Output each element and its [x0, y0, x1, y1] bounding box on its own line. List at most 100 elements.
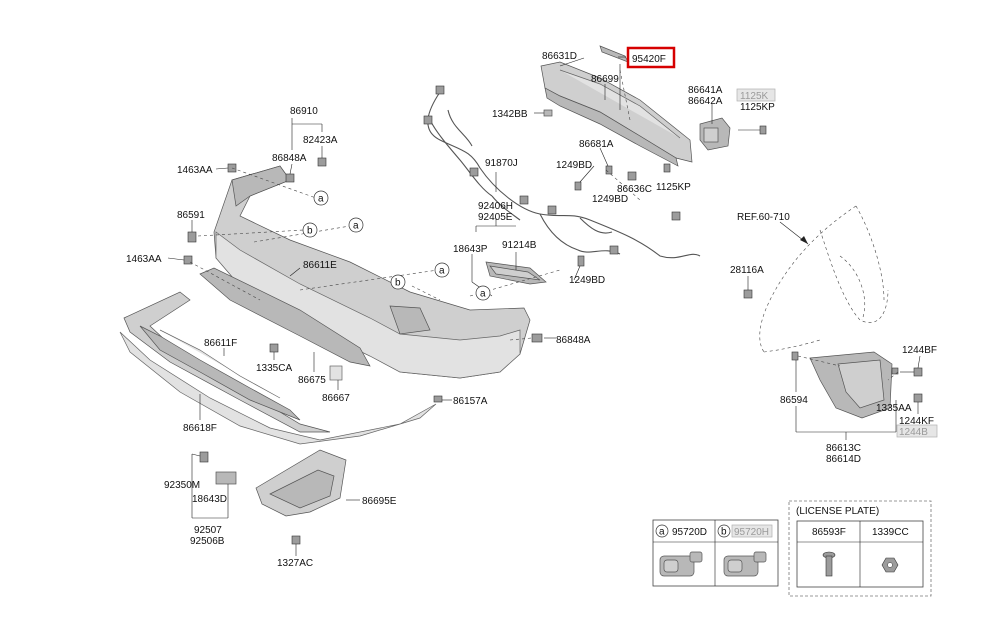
label-1335ca[interactable]: 1335CA: [256, 363, 292, 374]
label-86614d[interactable]: 86614D: [826, 454, 861, 465]
label-1244kf[interactable]: 1244KF: [899, 416, 934, 427]
bolt-86591[interactable]: [187, 231, 197, 243]
svg-text:a: a: [480, 289, 486, 300]
label-91870j[interactable]: 91870J: [485, 158, 518, 169]
clip-86594[interactable]: [791, 351, 799, 361]
side-bracket-86613c[interactable]: [809, 351, 893, 419]
beam-bracket-right[interactable]: [699, 117, 731, 151]
label-86641a[interactable]: 86641A: [688, 85, 723, 96]
license-plate-col1[interactable]: 86593F: [812, 527, 846, 538]
label-86642a[interactable]: 86642A: [688, 96, 723, 107]
label-86699[interactable]: 86699: [591, 74, 619, 85]
bolt-1125kp-top[interactable]: [759, 125, 767, 135]
clip-86848a-top[interactable]: [285, 173, 295, 183]
bracket-86681a[interactable]: [605, 165, 613, 175]
label-86631d[interactable]: 86631D: [542, 51, 577, 62]
label-86591[interactable]: 86591: [177, 210, 205, 221]
label-1335aa[interactable]: 1335AA: [876, 403, 912, 414]
label-1249bd-c[interactable]: 1249BD: [569, 275, 605, 286]
label-86618f[interactable]: 86618F: [183, 423, 217, 434]
label-86594[interactable]: 86594: [780, 395, 808, 406]
label-1125kp-b[interactable]: 1125KP: [656, 182, 691, 193]
screw-1327ac[interactable]: [291, 535, 301, 545]
bracket-95420f-shape[interactable]: [599, 45, 629, 63]
label-86675[interactable]: 86675: [298, 375, 326, 386]
label-86667[interactable]: 86667: [322, 393, 350, 404]
label-18643d[interactable]: 18643D: [192, 494, 227, 505]
bolt-1244bf[interactable]: [913, 367, 923, 377]
label-1249bd-b[interactable]: 1249BD: [592, 194, 628, 205]
label-92350m[interactable]: 92350M: [164, 480, 200, 491]
label-1463aa-b[interactable]: 1463AA: [126, 254, 162, 265]
callout-b-2[interactable]: b: [390, 274, 406, 290]
label-86910[interactable]: 86910: [290, 106, 318, 117]
skirt-86618f[interactable]: [119, 331, 437, 445]
label-86611e[interactable]: 86611E: [303, 260, 337, 271]
label-86157a[interactable]: 86157A: [453, 396, 488, 407]
lower-bumper-86611f[interactable]: [123, 291, 331, 433]
callout-a-3[interactable]: a: [434, 262, 450, 278]
pad-86667[interactable]: [329, 365, 343, 381]
legend-b-part[interactable]: 95720H: [734, 527, 769, 538]
svg-text:b: b: [307, 226, 313, 237]
bumper-upper-trim[interactable]: [199, 267, 371, 367]
clip-86848a-b[interactable]: [531, 333, 543, 343]
clip-1335ca[interactable]: [269, 343, 279, 353]
legend-sensor-box: a 95720D b 95720H: [652, 519, 779, 587]
nut-1342bb[interactable]: [543, 109, 553, 117]
label-1249bd-a[interactable]: 1249BD: [556, 160, 592, 171]
label-28116a[interactable]: 28116A: [730, 265, 764, 276]
label-92406h[interactable]: 92406H: [478, 201, 513, 212]
clip-86636c[interactable]: [627, 171, 637, 181]
label-95420f[interactable]: 95420F: [632, 54, 666, 65]
callout-b-1[interactable]: b: [302, 222, 318, 238]
bolt-1249bd-c[interactable]: [577, 255, 585, 267]
clip-86157a[interactable]: [433, 395, 443, 403]
label-ref-60-710[interactable]: REF.60-710: [737, 212, 790, 223]
label-92507[interactable]: 92507: [194, 525, 222, 536]
label-86636c[interactable]: 86636C: [617, 184, 652, 195]
label-86695e[interactable]: 86695E: [362, 496, 397, 507]
label-92506b[interactable]: 92506B: [190, 536, 225, 547]
highlight-95420f[interactable]: [626, 46, 676, 69]
label-1463aa-a[interactable]: 1463AA: [177, 165, 213, 176]
bolt-1125kp-b[interactable]: [663, 163, 671, 173]
bolt-1244kf[interactable]: [913, 393, 923, 403]
callout-a-1[interactable]: a: [313, 190, 329, 206]
label-86611f[interactable]: 86611F: [204, 338, 237, 349]
bolt-1249bd-a[interactable]: [574, 181, 582, 191]
nut-1463aa-b[interactable]: [183, 255, 193, 265]
wiring-harness-91870j[interactable]: [423, 85, 701, 259]
reflex-lamp-92405e[interactable]: [485, 261, 547, 285]
svg-text:a: a: [659, 527, 665, 538]
label-86681a[interactable]: 86681A: [579, 139, 614, 150]
label-1244bf[interactable]: 1244BF: [902, 345, 937, 356]
label-91214b[interactable]: 91214B: [502, 240, 537, 251]
label-1342bb[interactable]: 1342BB: [492, 109, 528, 120]
sensor-92350m[interactable]: [199, 451, 209, 463]
legend-a-part[interactable]: 95720D: [672, 527, 707, 538]
license-plate-title: (LICENSE PLATE): [796, 506, 879, 517]
nut-82423a[interactable]: [317, 157, 327, 167]
label-92405e[interactable]: 92405E: [478, 212, 513, 223]
label-82423a[interactable]: 82423A: [303, 135, 338, 146]
label-1244b[interactable]: 1244B: [899, 427, 928, 438]
undercover-86695e[interactable]: [255, 449, 347, 517]
label-86848a-top[interactable]: 86848A: [272, 153, 307, 164]
clip-1335aa[interactable]: [891, 367, 899, 375]
nut-28116a[interactable]: [743, 289, 753, 299]
quarter-panel-ref: [759, 205, 889, 353]
lamp-18643d[interactable]: [215, 471, 237, 485]
callout-a-4[interactable]: a: [475, 285, 491, 301]
arrow-ref: [800, 236, 808, 244]
label-1327ac[interactable]: 1327AC: [277, 558, 313, 569]
label-86848a-b[interactable]: 86848A: [556, 335, 591, 346]
callout-a-2[interactable]: a: [348, 217, 364, 233]
license-plate-col2[interactable]: 1339CC: [872, 527, 909, 538]
label-86613c[interactable]: 86613C: [826, 443, 861, 454]
label-1125k[interactable]: 1125K: [740, 91, 769, 102]
label-18643p[interactable]: 18643P: [453, 244, 488, 255]
rear-bumper-cover-86611e[interactable]: [213, 165, 531, 379]
label-1125kp-top[interactable]: 1125KP: [740, 102, 775, 113]
